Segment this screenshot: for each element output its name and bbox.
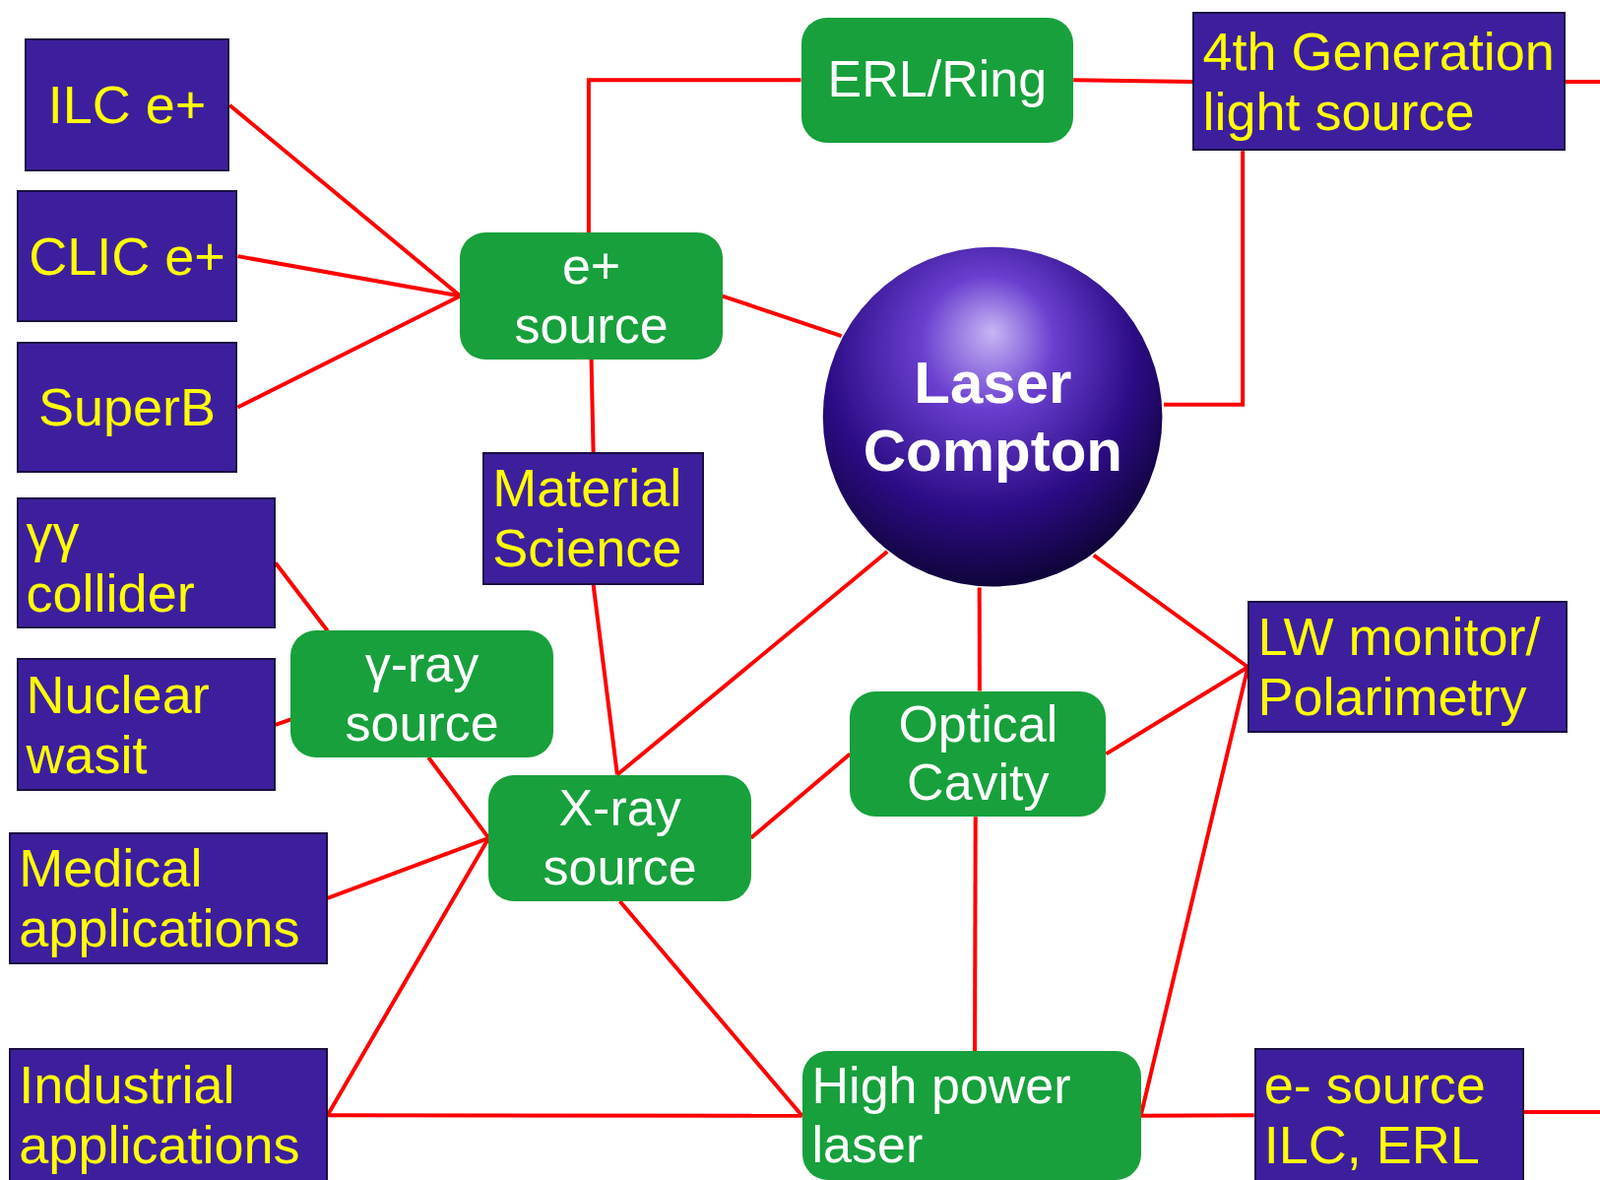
connector-line: [593, 584, 618, 775]
node-text: Industrial applications: [18, 1054, 318, 1175]
connector-line: [229, 105, 460, 297]
connector-line: [428, 757, 489, 838]
node-text: Optical Cavity: [887, 695, 1070, 814]
node-text: ERL/Ring: [828, 50, 1048, 110]
application-box: LW monitor/ Polarimetry: [1247, 600, 1567, 733]
connector-line: [722, 296, 842, 337]
connector-line: [1141, 1112, 1255, 1118]
connector-line: [588, 79, 802, 233]
connector-line: [327, 837, 490, 1115]
node-text: 4th Generation light source: [1202, 21, 1555, 142]
stub-line: [1524, 1109, 1600, 1114]
sphere-circle: [823, 246, 1163, 586]
node-text: CLIC e+: [28, 226, 226, 287]
application-box: γγ collider: [16, 497, 276, 630]
connector-line: [1093, 555, 1249, 668]
sphere-shape: [821, 245, 1164, 588]
connector-line: [751, 753, 851, 837]
connector-line: [275, 563, 328, 632]
application-box: CLIC e+: [16, 190, 239, 323]
connector-line: [972, 816, 978, 1051]
application-box: SuperB: [16, 341, 239, 473]
technology-box: Optical Cavity: [849, 691, 1106, 818]
connector-line: [591, 359, 594, 452]
application-box: Medical applications: [8, 832, 327, 965]
application-box: 4th Generation light source: [1192, 11, 1565, 151]
application-box: Nuclear wasit: [16, 657, 276, 791]
connector-line: [1141, 666, 1249, 1115]
connector-line: [327, 837, 490, 898]
connector-line: [1073, 79, 1193, 82]
connector-line: [327, 1112, 803, 1118]
connector-line: [275, 718, 292, 724]
node-text: e+ source: [512, 237, 671, 356]
technology-box: High power laser: [802, 1050, 1142, 1180]
node-text: ILC e+: [48, 74, 207, 135]
connector-line: [237, 256, 460, 296]
node-text: LW monitor/ Polarimetry: [1257, 606, 1557, 727]
node-text: SuperB: [38, 377, 216, 438]
technology-box: X-ray source: [488, 774, 751, 902]
application-box: e- source ILC, ERL: [1254, 1047, 1526, 1180]
connector-line: [617, 551, 888, 775]
node-text: γ-ray source: [335, 635, 509, 754]
connector-line: [620, 900, 803, 1116]
node-text: γγ collider: [26, 503, 224, 624]
technology-box: e+ source: [459, 232, 722, 360]
application-box: Industrial applications: [8, 1047, 327, 1180]
node-text: Material Science: [492, 457, 695, 578]
application-box: Material Science: [482, 451, 704, 585]
technology-box: ERL/Ring: [801, 17, 1075, 143]
node-text: High power laser: [812, 1056, 1103, 1175]
technology-box: γ-ray source: [290, 630, 553, 758]
node-text: Laser Compton: [831, 348, 1154, 485]
application-box: ILC e+: [24, 38, 230, 172]
connector-line: [1163, 150, 1243, 404]
core-circle: Laser Compton: [821, 245, 1164, 588]
connector-line: [237, 296, 460, 408]
node-text: Nuclear wasit: [26, 664, 258, 785]
node-text: Medical applications: [18, 837, 318, 959]
connector-line: [1105, 666, 1248, 754]
node-text: e- source ILC, ERL: [1264, 1054, 1516, 1175]
stub-line: [1564, 79, 1600, 84]
node-text: X-ray source: [533, 778, 706, 897]
connector-line: [977, 586, 982, 691]
